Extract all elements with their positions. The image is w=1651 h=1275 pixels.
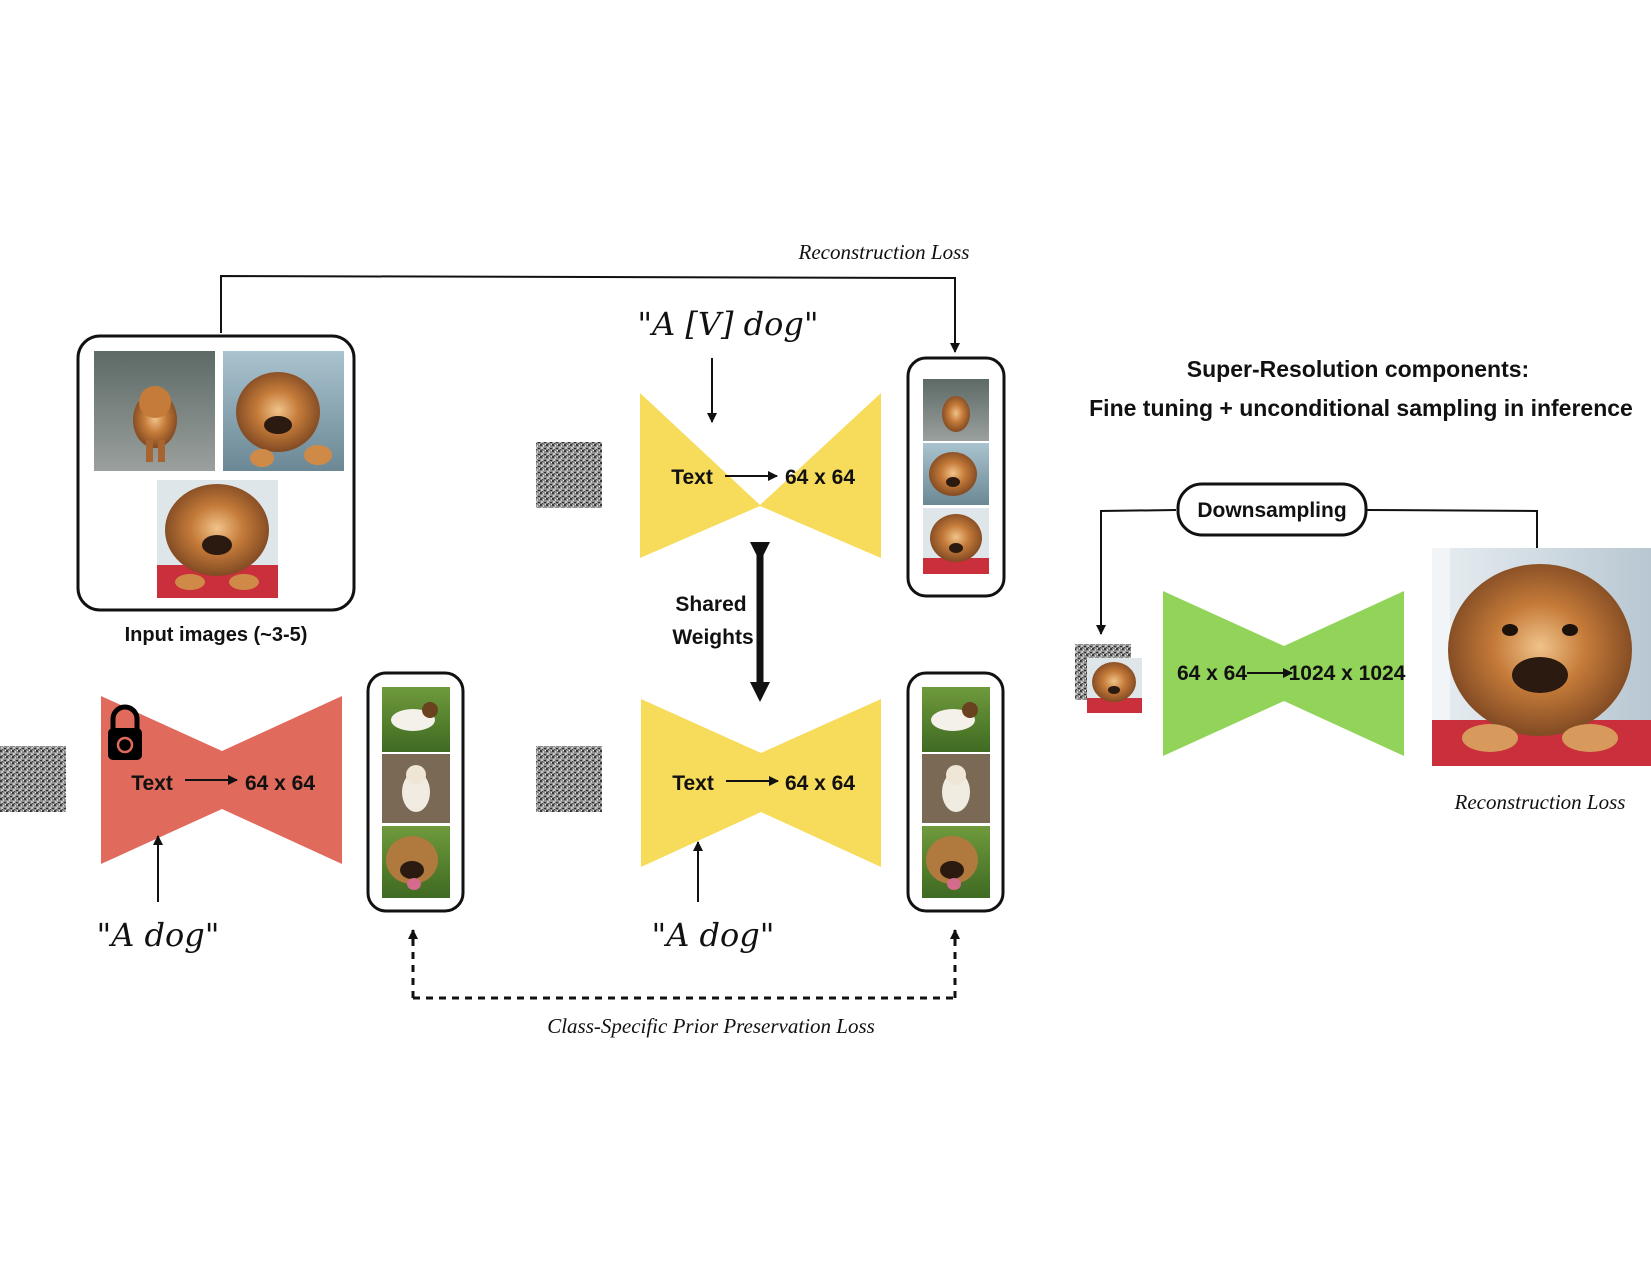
frozen-input-label: Text xyxy=(131,772,173,795)
prior-image-frozen-2 xyxy=(382,754,450,823)
input-image-chow-forest xyxy=(94,351,215,471)
reconstruction-loss-label-right: Reconstruction Loss xyxy=(1454,790,1626,814)
lock-icon xyxy=(108,704,142,760)
output-frame-top xyxy=(906,356,1006,598)
noise-image-top xyxy=(536,442,602,508)
sr-title-line1: Super-Resolution components: xyxy=(1187,356,1529,382)
output-image-top-3 xyxy=(923,508,989,574)
finetune-prompt: "A [V] dog" xyxy=(637,305,818,343)
input-images-frame xyxy=(76,334,356,612)
prior-preservation-loss-label: Class-Specific Prior Preservation Loss xyxy=(547,1014,875,1038)
shared-weights-label-line2: Weights xyxy=(672,626,753,649)
output-frame-frozen xyxy=(366,671,465,913)
finetune-unet-top xyxy=(640,393,881,558)
frozen-prompt: "A dog" xyxy=(97,916,220,954)
prior-image-finetune-1 xyxy=(922,687,990,752)
downsampling-connector-right xyxy=(1366,509,1538,548)
sr-output-label: 1024 x 1024 xyxy=(1289,662,1406,685)
output-image-top-2 xyxy=(923,443,989,505)
high-res-chow-image xyxy=(1432,548,1651,766)
noise-image-frozen xyxy=(0,746,66,812)
prior-image-finetune-3 xyxy=(922,826,990,898)
frozen-output-label: 64 x 64 xyxy=(245,772,315,795)
finetune-bottom-input-label: Text xyxy=(672,772,714,795)
sr-title-line2: Fine tuning + unconditional sampling in … xyxy=(1089,395,1633,421)
output-frame-bottom xyxy=(906,671,1005,913)
shared-weights-label-line1: Shared xyxy=(675,593,746,616)
downsampling-label: Downsampling xyxy=(1197,499,1346,522)
finetune-bottom-output-label: 64 x 64 xyxy=(785,772,855,795)
downsampling-connector-left xyxy=(1096,509,1177,635)
prior-image-frozen-1 xyxy=(382,687,450,752)
input-image-chow-blanket xyxy=(157,480,278,598)
reconstruction-loss-connector xyxy=(220,274,960,353)
sr-input-label: 64 x 64 xyxy=(1177,662,1247,685)
prior-prompt: "A dog" xyxy=(652,916,775,954)
noise-image-bottom xyxy=(536,746,602,812)
input-images-caption: Input images (~3-5) xyxy=(125,624,308,646)
input-image-chow-car xyxy=(223,351,344,471)
reconstruction-loss-label-top: Reconstruction Loss xyxy=(798,240,970,264)
output-image-top-1 xyxy=(923,379,989,441)
finetune-top-input-label: Text xyxy=(671,466,713,489)
finetune-unet-bottom xyxy=(641,699,881,867)
downsampling-box xyxy=(1176,482,1368,537)
prior-image-finetune-2 xyxy=(922,754,990,823)
prior-image-frozen-3 xyxy=(382,826,450,898)
low-res-chow-image xyxy=(1087,658,1142,713)
finetune-top-output-label: 64 x 64 xyxy=(785,466,855,489)
